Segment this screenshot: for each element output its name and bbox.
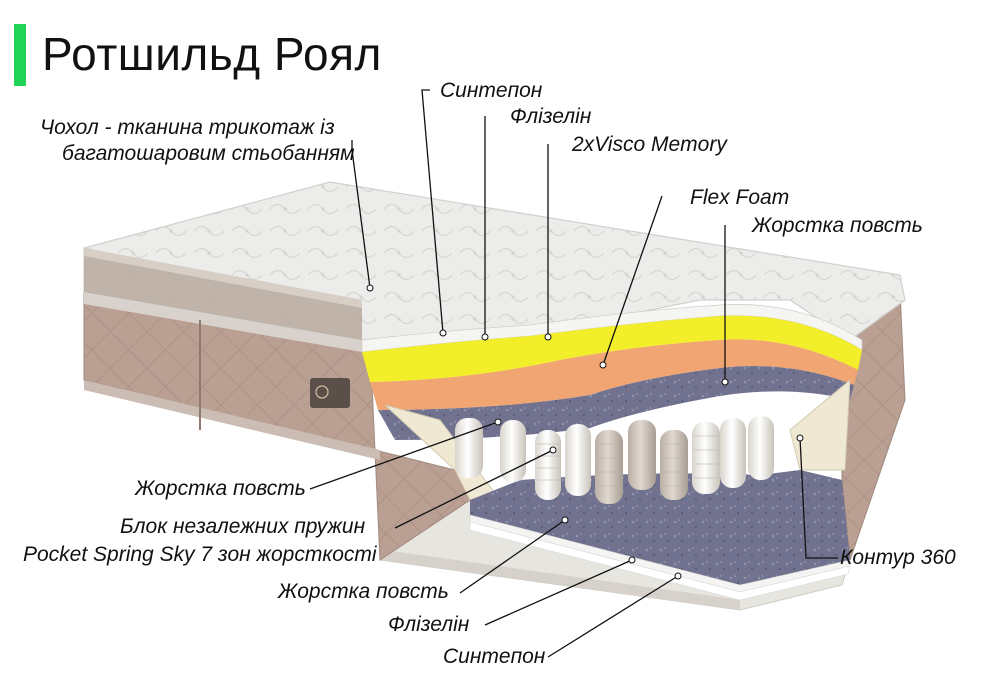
- leader-lines: [309, 89, 838, 658]
- title-accent-bar: [14, 24, 26, 86]
- label-flex-foam: Flex Foam: [690, 186, 790, 209]
- label-spring-block-line1: Блок незалежних пружин: [120, 515, 366, 538]
- leader-dots: [366, 284, 804, 580]
- logo-badge: [310, 378, 350, 408]
- label-felt-left: Жорстка повсть: [135, 477, 306, 500]
- layer-visco-memory: [362, 315, 862, 382]
- label-felt-bottom: Жорстка повсть: [278, 580, 449, 603]
- contour-right: [789, 378, 851, 471]
- label-spring-block-line2: Pocket Spring Sky 7 зон жорсткості: [23, 543, 377, 566]
- label-cover-line1: Чохол - тканина трикотаж із: [40, 116, 335, 139]
- layer-flex-foam: [370, 339, 858, 410]
- label-cover-line2: багатошаровим стьобанням: [62, 142, 355, 165]
- label-contour: Контур 360: [840, 546, 956, 569]
- page-title: Ротшильд Роял: [42, 28, 382, 80]
- label-syntepon-top: Синтепон: [440, 79, 543, 102]
- label-felt-top: Жорстка повсть: [752, 214, 923, 237]
- label-flizelin-bottom: Флізелін: [388, 613, 470, 636]
- layer-felt-bottom: [470, 470, 850, 585]
- label-syntepon-bottom: Синтепон: [443, 645, 546, 668]
- label-visco-memory: 2xVisco Memory: [572, 133, 727, 156]
- label-flizelin-top: Флізелін: [510, 105, 592, 128]
- pocket-spring-block: [455, 416, 774, 504]
